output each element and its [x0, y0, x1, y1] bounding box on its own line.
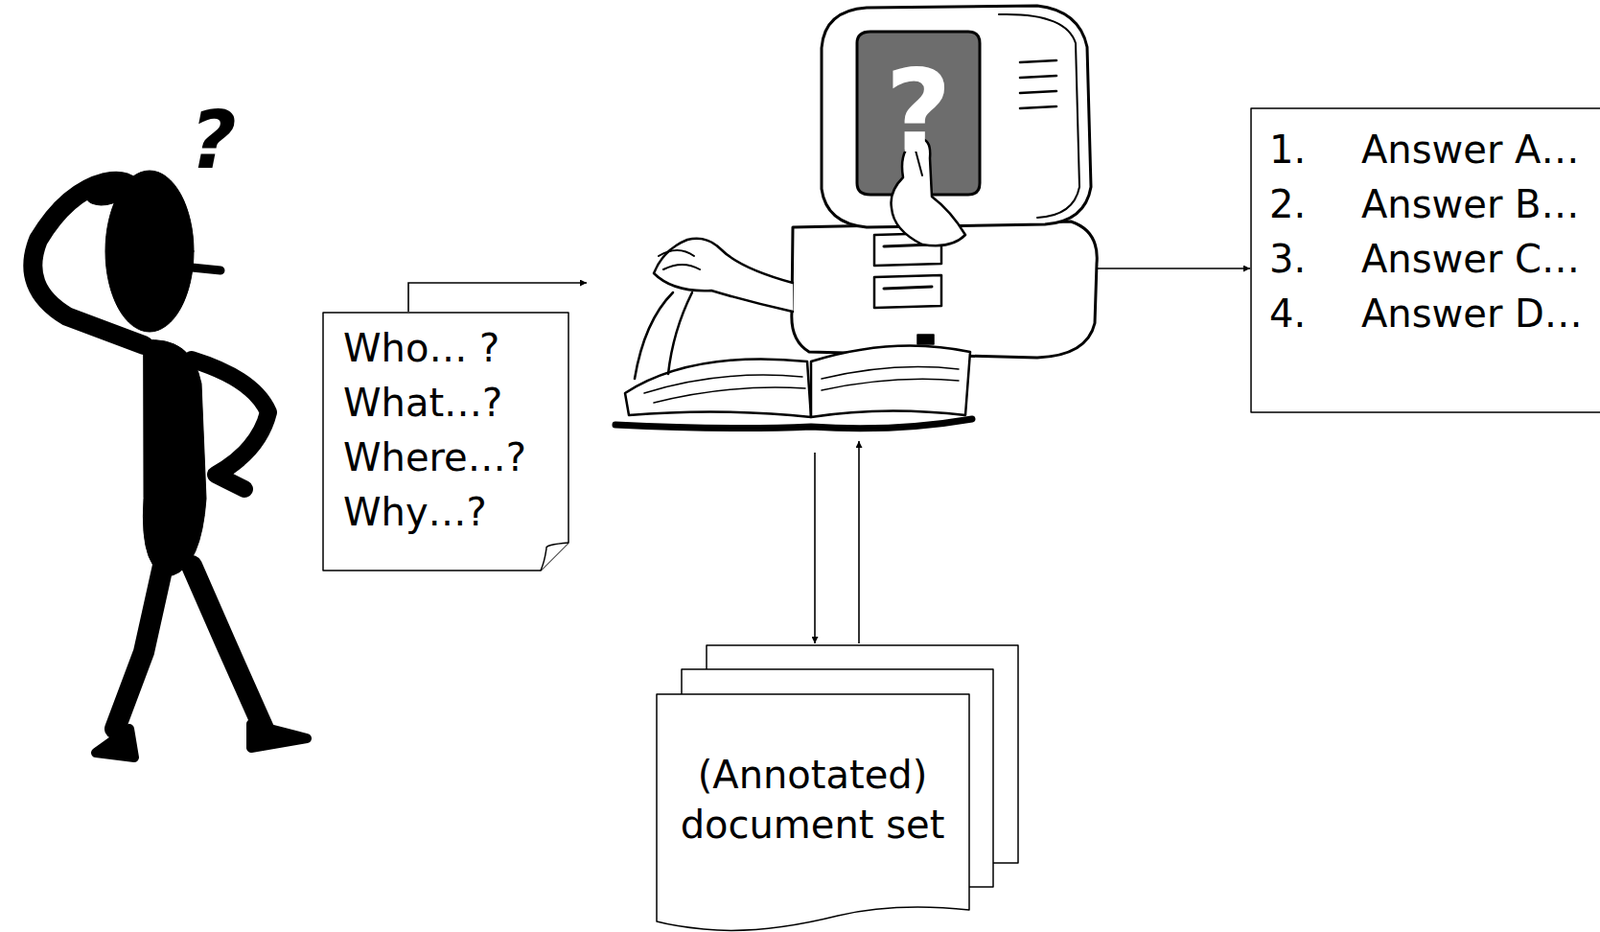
question-text: Where…?	[343, 430, 527, 486]
list-number: 2.	[1269, 177, 1306, 232]
monitor	[821, 5, 1091, 228]
document-stack: (Annotated) document set	[655, 645, 1019, 932]
answer-text: Answer B…	[1361, 177, 1579, 232]
note-outline	[1251, 108, 1600, 413]
page-flip	[634, 292, 693, 379]
arrow-connector	[813, 452, 816, 644]
note-outline	[323, 312, 569, 571]
question-mark: ?	[189, 99, 237, 181]
computer-illustration: ?	[586, 4, 1097, 440]
list-number: 1.	[1269, 122, 1306, 178]
power-button	[917, 334, 934, 345]
page-edge	[644, 367, 959, 403]
document-caption: (Annotated) document set	[673, 749, 952, 850]
list-number: 4.	[1269, 286, 1306, 342]
question-text: What…?	[343, 375, 503, 431]
question-note: Who… ?What…?Where…?Why…?	[322, 311, 570, 572]
front-page	[656, 694, 970, 930]
monitor-vent	[1020, 60, 1057, 109]
arm	[653, 238, 793, 312]
computer-outline	[586, 4, 1097, 440]
answer-list-note: 1. Answer A… 2. Answer B… 3. Answer C… 4. Answe…	[1250, 107, 1600, 414]
question-text: Why…?	[343, 485, 487, 540]
answer-text: Answer D…	[1361, 286, 1583, 342]
arrow-connector	[1096, 267, 1251, 270]
book-page-right	[811, 345, 971, 418]
question-text: Who… ?	[343, 321, 500, 376]
answer-text: Answer A…	[1361, 122, 1579, 178]
thinking-person	[0, 0, 326, 932]
arrow-connector	[408, 282, 587, 312]
list-number: 3.	[1269, 231, 1306, 287]
folded-corner	[540, 542, 569, 571]
arrow-connector	[857, 440, 860, 644]
answer-text: Answer C…	[1361, 231, 1580, 287]
finger-line	[658, 250, 700, 270]
screen-question-mark: ?	[884, 54, 952, 170]
drive-line	[883, 244, 932, 289]
drive-slot	[874, 275, 942, 308]
monitor-side	[998, 14, 1080, 218]
book-base	[615, 418, 973, 429]
